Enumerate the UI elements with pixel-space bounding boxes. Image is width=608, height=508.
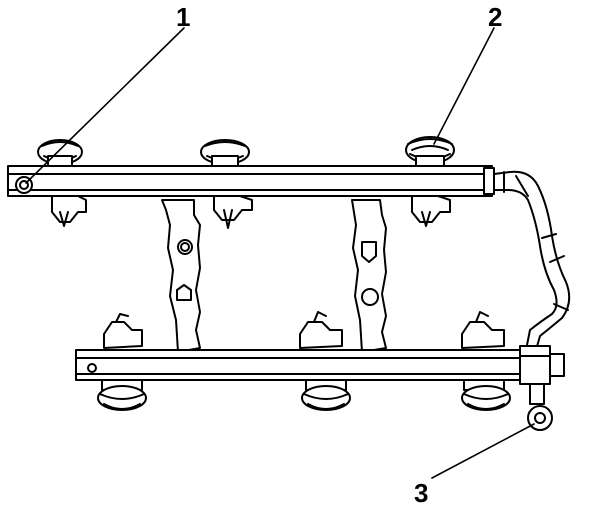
upper-rail-connector-2 xyxy=(213,195,253,229)
lower-fuel-rail xyxy=(75,345,565,385)
callout-3-leader xyxy=(431,423,535,479)
lower-rail-injector-2 xyxy=(301,379,351,411)
left-support-bracket xyxy=(161,199,201,353)
callout-3-label: 3 xyxy=(414,478,429,508)
callout-1-leader xyxy=(25,27,185,184)
lower-rail-injector-3 xyxy=(461,379,511,411)
upper-fuel-rail xyxy=(7,165,495,197)
upper-rail-connector-1 xyxy=(51,195,87,227)
upper-rail-injector-1 xyxy=(37,139,83,167)
lower-rail-connector-1 xyxy=(103,313,143,349)
upper-rail-injector-2 xyxy=(200,139,250,167)
lower-rail-connector-2 xyxy=(299,311,343,349)
crossover-fuel-hose xyxy=(493,170,571,351)
lower-rail-connector-3 xyxy=(461,311,505,349)
upper-rail-connector-3 xyxy=(411,195,451,227)
callout-2-label: 2 xyxy=(488,2,503,32)
lower-rail-injector-1 xyxy=(97,379,147,411)
callout-1-label: 1 xyxy=(176,2,191,32)
upper-rail-injector-3 xyxy=(405,136,455,167)
right-support-bracket xyxy=(351,199,387,353)
lower-rail-service-fitting xyxy=(527,383,553,431)
callout-2-leader xyxy=(433,27,495,145)
